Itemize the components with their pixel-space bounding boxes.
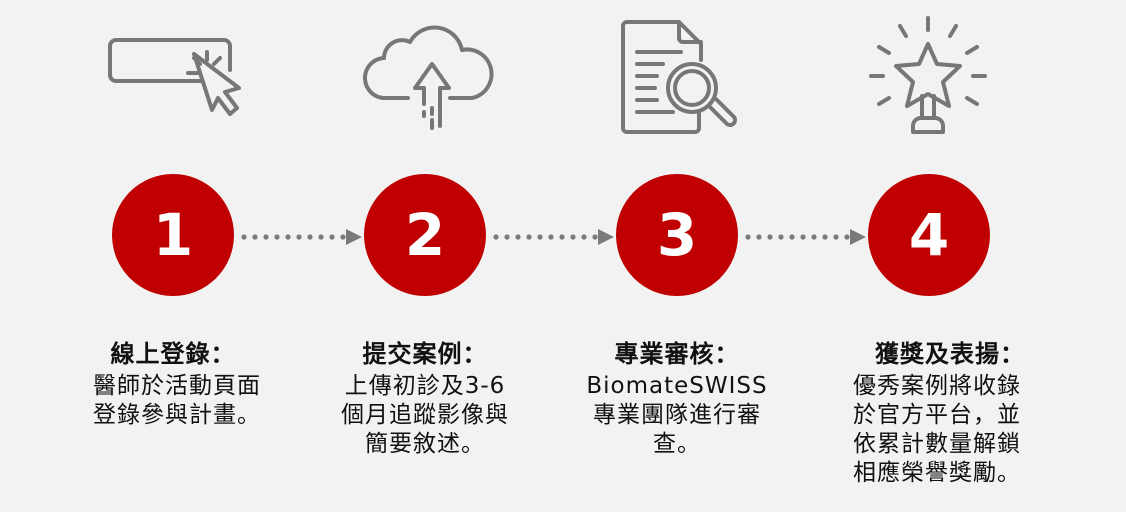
step-2-desc-line: 簡要敘述。 bbox=[365, 431, 485, 457]
step-1-desc-line: 醫師於活動頁面 bbox=[93, 373, 261, 399]
step-4-title: 獲獎及表揚： bbox=[875, 340, 1025, 368]
dotted-arrow-2-3 bbox=[490, 229, 616, 245]
step-4-desc-line: 於官方平台，並 bbox=[853, 402, 1021, 428]
step-3-title: 專業審核： bbox=[614, 340, 740, 368]
step-4-description: 優秀案例將收錄 於官方平台，並 依累計數量解鎖 相應榮譽獎勵。 bbox=[807, 372, 1067, 488]
cloud-upload-icon bbox=[360, 18, 500, 138]
step-2-number-circle: 2 bbox=[364, 174, 486, 296]
step-4-desc-line: 優秀案例將收錄 bbox=[853, 373, 1021, 399]
step-2-number: 2 bbox=[404, 201, 446, 269]
click-cursor-icon bbox=[100, 30, 250, 140]
star-trophy-icon bbox=[865, 14, 995, 138]
step-4-number: 4 bbox=[908, 201, 950, 269]
dotted-arrow-1-2 bbox=[238, 229, 364, 245]
step-2-description: 上傳初診及3-6 個月追蹤影像與 簡要敘述。 bbox=[295, 372, 555, 459]
step-3-number-circle: 3 bbox=[616, 174, 738, 296]
step-4-desc-line: 相應榮譽獎勵。 bbox=[853, 460, 1021, 486]
step-1-number-circle: 1 bbox=[112, 174, 234, 296]
step-3-number: 3 bbox=[656, 201, 698, 269]
step-3-desc-line: BiomateSWISS bbox=[586, 373, 768, 399]
step-2-title: 提交案例： bbox=[362, 340, 488, 368]
step-1-description: 醫師於活動頁面 登錄參與計畫。 bbox=[47, 372, 307, 430]
step-2-desc-line: 上傳初診及3-6 bbox=[344, 373, 506, 399]
step-1-title: 線上登錄： bbox=[110, 340, 236, 368]
step-1-desc-line: 登錄參與計畫。 bbox=[93, 402, 261, 428]
step-3-desc-line: 專業團隊進行審 bbox=[593, 402, 761, 428]
step-2-desc-line: 個月追蹤影像與 bbox=[341, 402, 509, 428]
step-1-number: 1 bbox=[152, 201, 194, 269]
step-3-desc-line: 查。 bbox=[653, 431, 701, 457]
step-4-desc-line: 依累計數量解鎖 bbox=[853, 431, 1021, 457]
step-3-description: BiomateSWISS 專業團隊進行審 查。 bbox=[547, 372, 807, 459]
document-search-icon bbox=[615, 18, 745, 138]
dotted-arrow-3-4 bbox=[742, 229, 868, 245]
step-4-number-circle: 4 bbox=[868, 174, 990, 296]
